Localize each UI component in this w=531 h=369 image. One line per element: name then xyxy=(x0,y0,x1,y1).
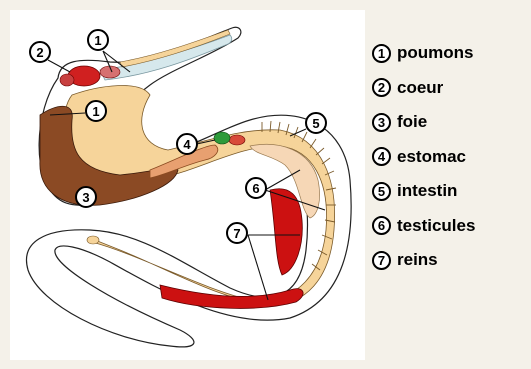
callout-label: 4 xyxy=(183,137,191,152)
legend-label: reins xyxy=(397,250,438,270)
callout-label: 1 xyxy=(94,33,101,48)
legend-item-estomac: 4 estomac xyxy=(372,140,527,175)
callout-4: 4 xyxy=(177,134,197,154)
legend-number: 5 xyxy=(372,182,391,201)
legend: 1 poumons 2 coeur 3 foie 4 estomac 5 int… xyxy=(372,36,527,278)
legend-item-foie: 3 foie xyxy=(372,105,527,140)
callout-label: 2 xyxy=(36,45,43,60)
callout-label: 5 xyxy=(312,116,319,131)
callout-1-top: 1 xyxy=(88,30,108,50)
callout-label: 1 xyxy=(92,104,99,119)
callout-label: 3 xyxy=(82,190,89,205)
legend-label: estomac xyxy=(397,147,466,167)
legend-label: testicules xyxy=(397,216,475,236)
callout-5: 5 xyxy=(306,113,326,133)
legend-number: 7 xyxy=(372,251,391,270)
callout-label: 6 xyxy=(252,181,259,196)
legend-label: coeur xyxy=(397,78,443,98)
legend-item-reins: 7 reins xyxy=(372,243,527,278)
legend-number: 6 xyxy=(372,216,391,235)
legend-label: poumons xyxy=(397,43,474,63)
legend-label: intestin xyxy=(397,181,457,201)
legend-item-testicules: 6 testicules xyxy=(372,209,527,244)
pancreas xyxy=(229,135,245,145)
legend-number: 3 xyxy=(372,113,391,132)
legend-item-intestin: 5 intestin xyxy=(372,174,527,209)
callout-label: 7 xyxy=(233,226,240,241)
legend-number: 1 xyxy=(372,44,391,63)
legend-number: 2 xyxy=(372,78,391,97)
callout-6: 6 xyxy=(246,178,266,198)
callout-7: 7 xyxy=(227,223,247,243)
legend-item-poumons: 1 poumons xyxy=(372,36,527,71)
callout-2: 2 xyxy=(30,42,50,62)
legend-number: 4 xyxy=(372,147,391,166)
legend-item-coeur: 2 coeur xyxy=(372,71,527,106)
gallbladder xyxy=(214,132,230,144)
heart-atrium xyxy=(60,74,74,86)
callout-3: 3 xyxy=(76,187,96,207)
callout-1-left: 1 xyxy=(86,101,106,121)
cloaca xyxy=(87,236,99,244)
legend-label: foie xyxy=(397,112,427,132)
